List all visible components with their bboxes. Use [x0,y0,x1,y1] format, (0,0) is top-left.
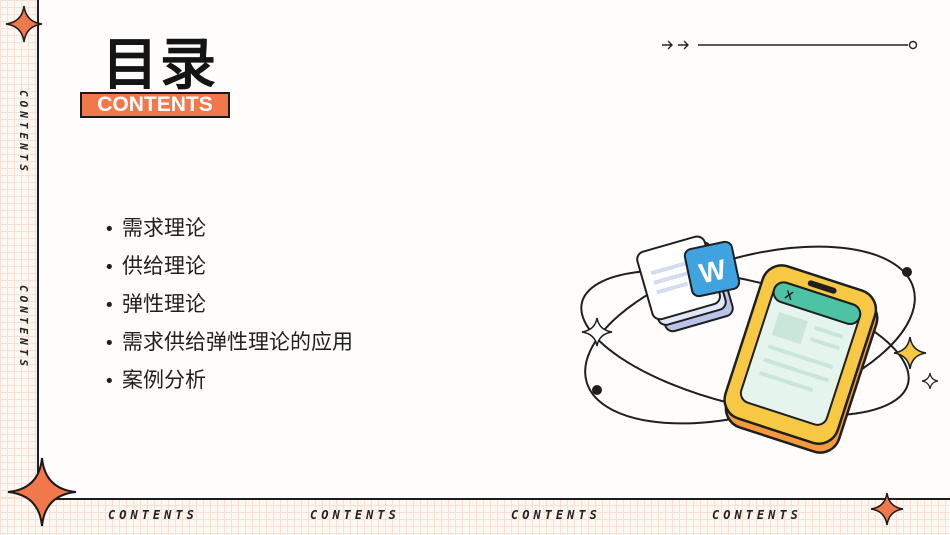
toc-item[interactable]: • 案例分析 [104,364,353,402]
page-title: 目录 [102,33,218,98]
phone-icon: X [723,264,879,454]
sparkle-icon [921,372,939,390]
left-divider [37,0,39,500]
orbit-dot [592,385,602,395]
toc-list: • 需求理论 • 供给理论 • 弹性理论 • 需求供给弹性理论的应用 • 案例分析 [104,212,353,402]
toc-item-label: 供给理论 [122,254,206,278]
sparkle-icon [5,5,43,43]
bullet: • [104,371,115,392]
toc-item[interactable]: • 弹性理论 [104,288,353,326]
sparkle-icon [7,457,77,527]
bottom-label: CONTENTS [310,508,400,522]
sparkle-icon [581,317,613,347]
title-badge: CONTENTS [80,92,230,118]
toc-item-label: 案例分析 [122,368,206,392]
illustration: W X [580,235,939,454]
bottom-divider [37,498,950,500]
arrow-right-icon [662,40,918,50]
sparkle-icon [893,336,927,370]
grid-background-bottom [0,498,950,535]
toc-item-label: 需求供给弹性理论的应用 [122,330,353,354]
sparkle-icon [870,492,904,526]
toc-item[interactable]: • 供给理论 [104,250,353,288]
word-document-icon: W [636,235,741,333]
bottom-label: CONTENTS [712,508,802,522]
toc-item[interactable]: • 需求理论 [104,212,353,250]
bullet: • [104,333,115,354]
bullet: • [104,295,115,316]
bullet: • [104,257,115,278]
phone-screen-letter: X [783,287,795,303]
side-label: CONTENTS [17,90,30,175]
toc-item-label: 弹性理论 [122,292,206,316]
bottom-label: CONTENTS [108,508,198,522]
orbit-dot [902,267,912,277]
toc-item[interactable]: • 需求供给弹性理论的应用 [104,326,353,364]
toc-item-label: 需求理论 [122,216,206,240]
bottom-label: CONTENTS [511,508,601,522]
grid-background-left [0,0,38,535]
side-label: CONTENTS [17,285,30,370]
bullet: • [104,219,115,240]
